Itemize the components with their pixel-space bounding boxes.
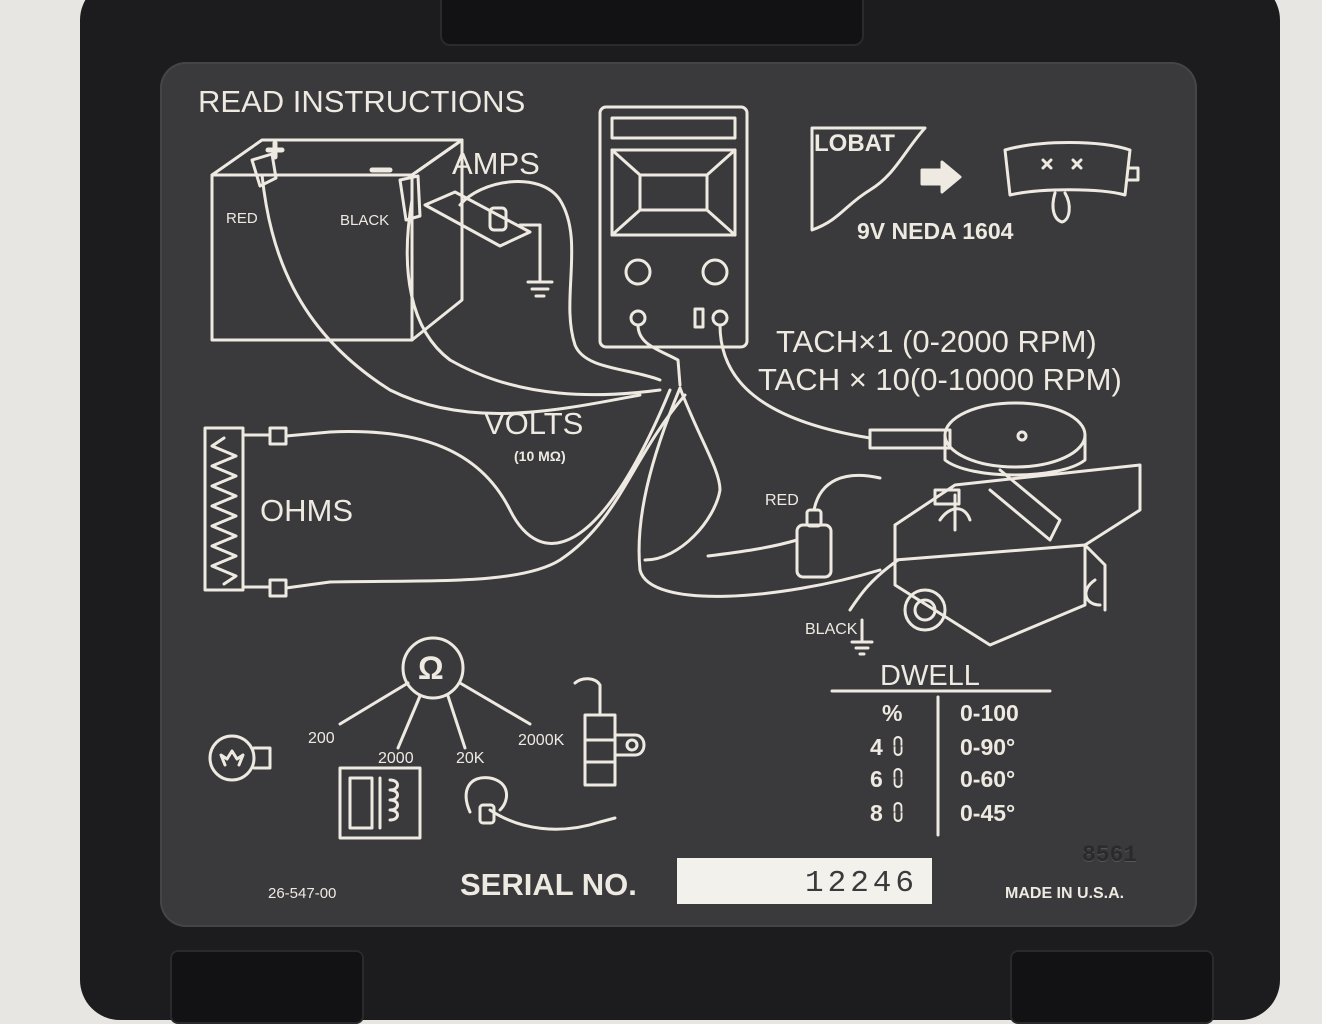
headphone-icon: [464, 776, 617, 831]
coil-black-label: BLACK: [805, 621, 858, 638]
made-in-label: MADE IN U.S.A.: [1005, 885, 1125, 902]
dwell-row-range: 0-45°: [960, 800, 1016, 826]
range-200-label: 200: [308, 730, 335, 747]
stamp-code: 8561: [1082, 842, 1138, 868]
dwell-row-range: 0-60°: [960, 766, 1016, 792]
part-number: 26-547-00: [268, 885, 337, 902]
case-clip-top: [440, 0, 864, 46]
dwell-cam-icon: ⩇: [893, 766, 903, 791]
ohms-lead-bottom: [328, 393, 687, 584]
red-battery-lead: [260, 173, 642, 415]
serial-number-field: 12246: [677, 858, 932, 904]
dwell-row-range: 0-90°: [960, 734, 1016, 760]
coil-red-label: RED: [765, 492, 799, 509]
shunt-icon: [423, 190, 554, 298]
dwell-cam-icon: ⩇: [893, 734, 903, 759]
battery-red-label: RED: [226, 210, 258, 227]
ohms-lead-top: [328, 388, 672, 545]
dwell-row-cyl: 4: [870, 734, 883, 760]
range-selector-icon: [338, 636, 532, 750]
coil-icon: [706, 473, 882, 579]
dwell-row-cyl: %: [882, 700, 903, 726]
serial-label: SERIAL NO.: [460, 867, 637, 902]
lobat-battery-icon: [810, 126, 1140, 232]
dwell-row-range: 0-100: [960, 700, 1019, 726]
volts-impedance-label: (10 MΩ): [514, 448, 566, 464]
dwell-cam-icon: ⩇: [893, 800, 903, 825]
dwell-title: DWELL: [880, 660, 980, 692]
ohm-symbol: Ω: [418, 650, 444, 686]
volts-label: VOLTS: [484, 406, 584, 441]
transformer-icon: [338, 766, 422, 840]
range-2000-label: 2000: [378, 750, 414, 767]
instruction-plate: [160, 62, 1197, 927]
tach-x10-label: TACH × 10(0-10000 RPM): [758, 362, 1122, 397]
lobat-label: LOBAT: [814, 130, 895, 157]
battery-icon: [210, 138, 464, 342]
wiring-diagram: [203, 105, 1142, 840]
multimeter-icon: [598, 105, 749, 349]
dwell-row-cyl: 6: [870, 766, 883, 792]
amps-label: AMPS: [452, 146, 540, 181]
read-instructions-label: READ INSTRUCTIONS: [198, 84, 526, 119]
battery-black-label: BLACK: [340, 212, 390, 229]
black-battery-lead: [405, 198, 662, 397]
relay-icon: [573, 677, 646, 787]
dwell-row-cyl: 8: [870, 800, 883, 826]
distributor-icon: [868, 401, 1142, 647]
lamp-icon: [208, 734, 272, 782]
range-2000k-label: 2000K: [518, 732, 565, 749]
range-20k-label: 20K: [456, 750, 485, 767]
ohms-label: OHMS: [260, 493, 353, 528]
battery-spec-label: 9V NEDA 1604: [857, 218, 1014, 244]
resistor-icon: [203, 426, 332, 598]
amps-lead: [458, 180, 662, 382]
tach-x1-label: TACH×1 (0-2000 RPM): [776, 324, 1097, 359]
